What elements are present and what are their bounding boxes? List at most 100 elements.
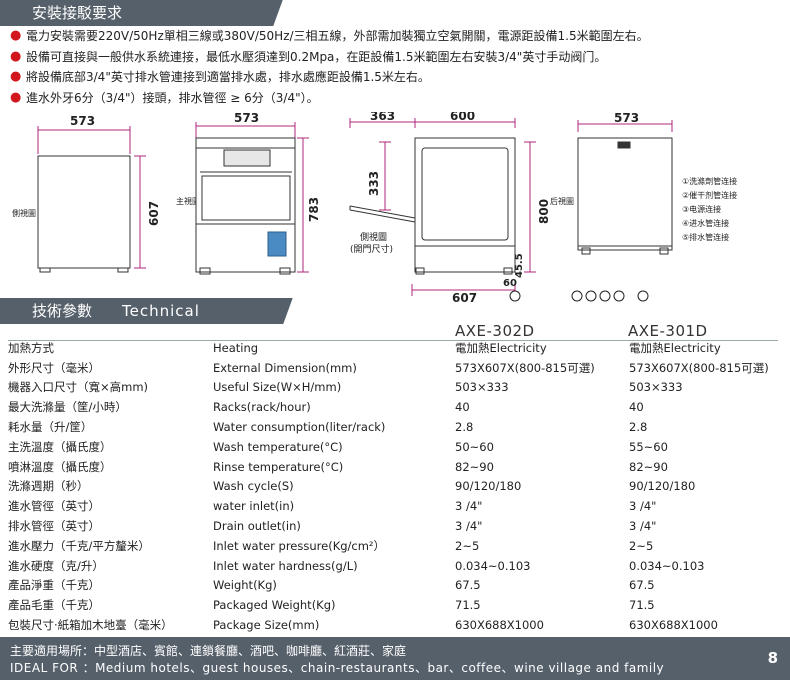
spec-value-301d: 82~90 [629,459,668,474]
spec-value-301d: 71.5 [629,598,655,613]
spec-row: 排水管徑（英寸） Drain outlet(in) 3 /4" 3 /4" [8,516,779,536]
spec-row: 機器入口尺寸（寬×高mm) Useful Size(W×H/mm) 503×333 5… [8,378,779,398]
spec-value-301d: 電加熱Electricity [629,340,721,355]
spec-value-301d: 0.034~0.103 [629,558,705,573]
side-open-label: 側視圖 [360,231,387,243]
bullet-text: 將設備底部3/4"英寸排水管連接到適當排水處，排水處應距設備1.5米左右。 [26,70,430,84]
dim-height-main: 783 [307,197,321,222]
bullet-dot-icon: ● [10,48,22,64]
spec-label-cn: 機器入口尺寸（寬×高mm) [8,380,149,395]
spec-label-en: Package Size(mm) [213,618,320,633]
spec-value-302d: 3 /4" [455,519,483,534]
spec-label-en: External Dimension(mm) [213,360,357,375]
dim-door-h: 333 [367,171,381,196]
bullet-item: ● 進水外牙6分（3/4"）接頭，排水管徑 ≥ 6分（3/4"）。 [10,88,649,109]
spec-value-301d: 630X688X1000 [629,618,718,633]
dim-open-h: 800 [537,199,551,224]
spec-value-301d: 3 /4" [629,499,657,514]
footer-en: IDEAL FOR ：Medium hotels、guest houses、ch… [10,661,665,675]
spec-label-en: Heating [213,340,259,355]
legend-3: ③电源连接 [682,204,721,214]
spec-label-cn: 耗水量（升/筐） [8,420,93,435]
footer-cn: 主要適用場所：中型酒店、賓館、連鎖餐廳、酒吧、咖啡廳、紅酒莊、家庭 [10,644,407,658]
dim-width-main: 573 [234,112,259,125]
spec-value-301d: 503×333 [629,380,683,395]
installation-title-cn: 安裝接駁要求 [32,4,123,22]
spec-value-302d: 67.5 [455,578,481,593]
spec-label-en: Rinse temperature(°C) [213,459,344,474]
side-open-sub-label: (開門尺寸) [350,243,393,255]
bullet-dot-icon: ● [10,89,22,105]
spec-label-cn: 產品淨重（千克） [8,578,100,593]
spec-row: 進水硬度（克/升）Inlet water hardness(g/L)0.034~… [8,556,779,576]
spec-label-cn: 包裝尺寸·紙箱加木地臺（毫米） [8,618,173,633]
dim-rear-w: 573 [614,112,639,125]
spec-label-cn: 排水管徑（英寸） [8,519,100,534]
footer-bar: 主要適用場所：中型酒店、賓館、連鎖餐廳、酒吧、咖啡廳、紅酒莊、家庭 IDEAL … [0,637,790,680]
spec-label-en: Inlet water pressure(Kg/cm²） [213,538,386,553]
dim-small-2: 45.5 [514,253,525,278]
bullet-text: 電力安裝需要220V/50Hz單相三線或380V/50Hz/三相五線，外部需加裝… [26,29,649,43]
technical-drawings: 573 607 573 783 363 600 333 800 607 60 4… [12,112,737,305]
model-2-heading: AXE-301D [628,322,708,340]
spec-value-302d: 503×333 [455,380,509,395]
legend-4: ④进水管连接 [682,218,729,228]
spec-value-302d: 40 [455,400,470,415]
spec-row: 進水壓力（千克/平方釐米） Inlet water pressure(Kg/cm²… [8,536,779,556]
spec-label-cn: 進水壓力（千克/平方釐米） [8,538,150,553]
spec-label-en: Packaged Weight(Kg) [213,598,336,613]
installation-header: 安裝接駁要求Installation [0,0,272,48]
spec-value-302d: 2.8 [455,420,474,435]
spec-label-en: Weight(Kg) [213,578,277,593]
page-number: 8 [767,649,778,667]
spec-row: 外形尺寸（毫米） External Dimension(mm) 573X607X(8… [8,358,779,378]
legend-1: ①洗滌劑管连接 [682,176,737,186]
dim-small-1: 60 [503,278,517,289]
bullet-text: 進水外牙6分（3/4"）接頭，排水管徑 ≥ 6分（3/4"）。 [26,90,319,105]
spec-row: 耗水量（升/筐）Water consumption(liter/rack)2.8… [8,417,779,437]
dim-top: 600 [450,112,475,123]
spec-value-301d: 40 [629,400,644,415]
spec-label-cn: 最大洗滌量（筐/小時） [8,400,127,415]
spec-value-301d: 3 /4" [629,519,657,534]
spec-label-cn: 洗滌週期（秒） [8,479,89,494]
rear-view-label: 后視圖 [550,196,574,206]
spec-value-302d: 630X688X1000 [455,618,544,633]
spec-row: 進水管徑（英寸）water inlet(in)3 /4"3 /4" [8,496,779,516]
spec-value-301d: 90/120/180 [629,479,696,494]
spec-label-en: Inlet water hardness(g/L) [213,558,358,573]
spec-label-cn: 外形尺寸（毫米） [8,360,100,375]
spec-value-302d: 71.5 [455,598,481,613]
tech-title-en: Technical Data [32,302,200,346]
spec-label-cn: 主洗溫度（攝氏度） [8,439,112,454]
tech-title-cn: 技術參數 [32,302,93,320]
bullet-item: ●將設備底部3/4"英寸排水管連接到適當排水處，排水處應距設備1.5米左右。 [10,67,649,88]
spec-value-302d: 90/120/180 [455,479,522,494]
spec-label-en: Racks(rack/hour) [213,400,311,415]
dim-depth: 607 [452,291,477,305]
installation-bullets: ● 電力安裝需要220V/50Hz單相三線或380V/50Hz/三相五線，外部需加… [10,26,649,108]
spec-value-301d: 573X607X(800-815可選) [629,360,769,375]
spec-label-en: Useful Size(W×H/mm) [213,380,342,395]
spec-label-cn: 加熱方式 [8,340,54,355]
table-top-rule [8,340,778,341]
legend-5: ⑤排水管连接 [682,232,729,242]
spec-row: 最大洗滌量（筐/小時） Racks(rack/hour) 40 40 [8,397,779,417]
spec-value-301d: 55~60 [629,439,668,454]
spec-value-302d: 0.034~0.103 [455,558,531,573]
bullet-text: 設備可直接與一般供水系統連接，最低水壓須達到0.2Mpa，在距設備1.5米範圍左… [26,49,607,64]
spec-row: 包裝尺寸·紙箱加木地臺（毫米） Package Size(mm) 630X688X1… [8,615,779,635]
spec-value-301d: 2.8 [629,420,648,435]
spec-value-301d: 2~5 [629,538,654,553]
spec-label-en: Drain outlet(in) [213,519,301,534]
bullet-item: ●電力安裝需要220V/50Hz單相三線或380V/50Hz/三相五線，外部需加… [10,26,649,47]
spec-value-302d: 573X607X(800-815可選) [455,360,595,375]
main-view-label: 主視圖 [176,196,200,206]
